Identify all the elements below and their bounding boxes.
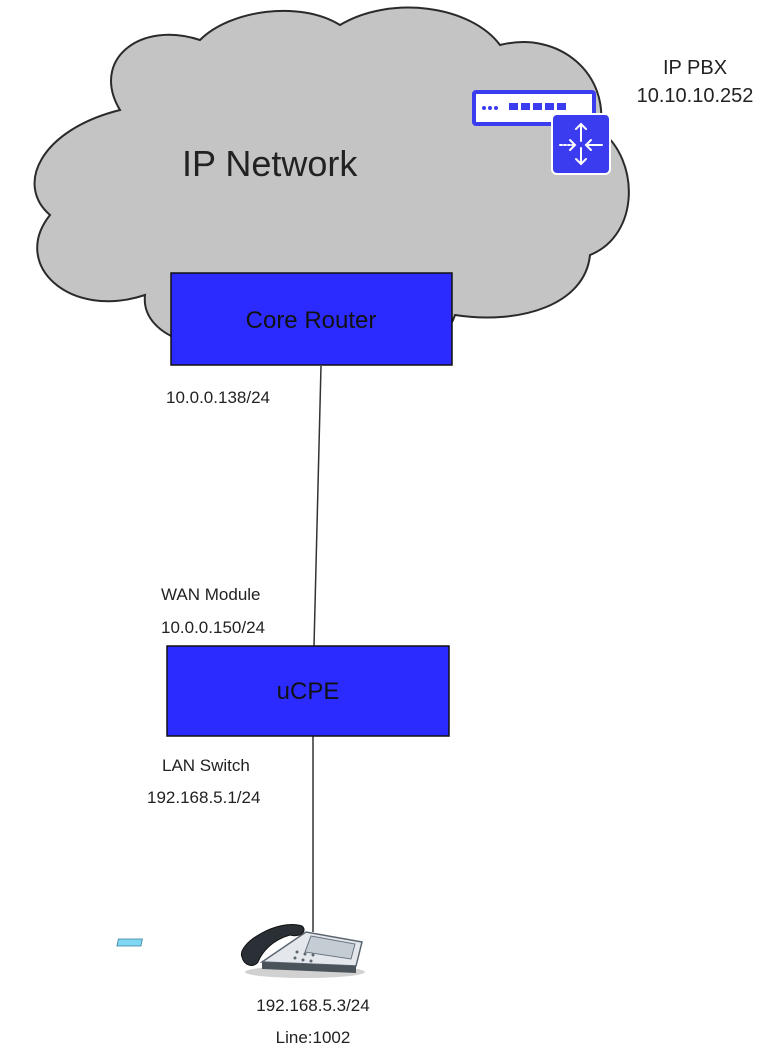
core-router-box xyxy=(170,272,453,366)
core-router-label: Core Router xyxy=(245,307,377,334)
ucpe-box xyxy=(166,645,450,737)
phone-ip: 192.168.5.3/24 xyxy=(256,996,370,1015)
desk-phone-icon xyxy=(116,924,365,978)
pbx-ip: 10.10.10.252 xyxy=(636,85,754,107)
ucpe-label: uCPE xyxy=(276,678,340,705)
lan-switch-ip: 192.168.5.1/24 xyxy=(147,788,261,807)
wan-module-ip: 10.0.0.150/24 xyxy=(161,618,265,637)
lan-switch-name: LAN Switch xyxy=(162,756,250,775)
core-router-ip: 10.0.0.138/24 xyxy=(166,388,270,407)
wan-module-name: WAN Module xyxy=(161,585,261,604)
pbx-name: IP PBX xyxy=(662,57,728,79)
link-core-to-ucpe xyxy=(313,365,322,647)
pbx-icon xyxy=(472,90,611,175)
cloud-label: IP Network xyxy=(182,143,358,184)
phone-line: Line:1002 xyxy=(275,1028,351,1047)
